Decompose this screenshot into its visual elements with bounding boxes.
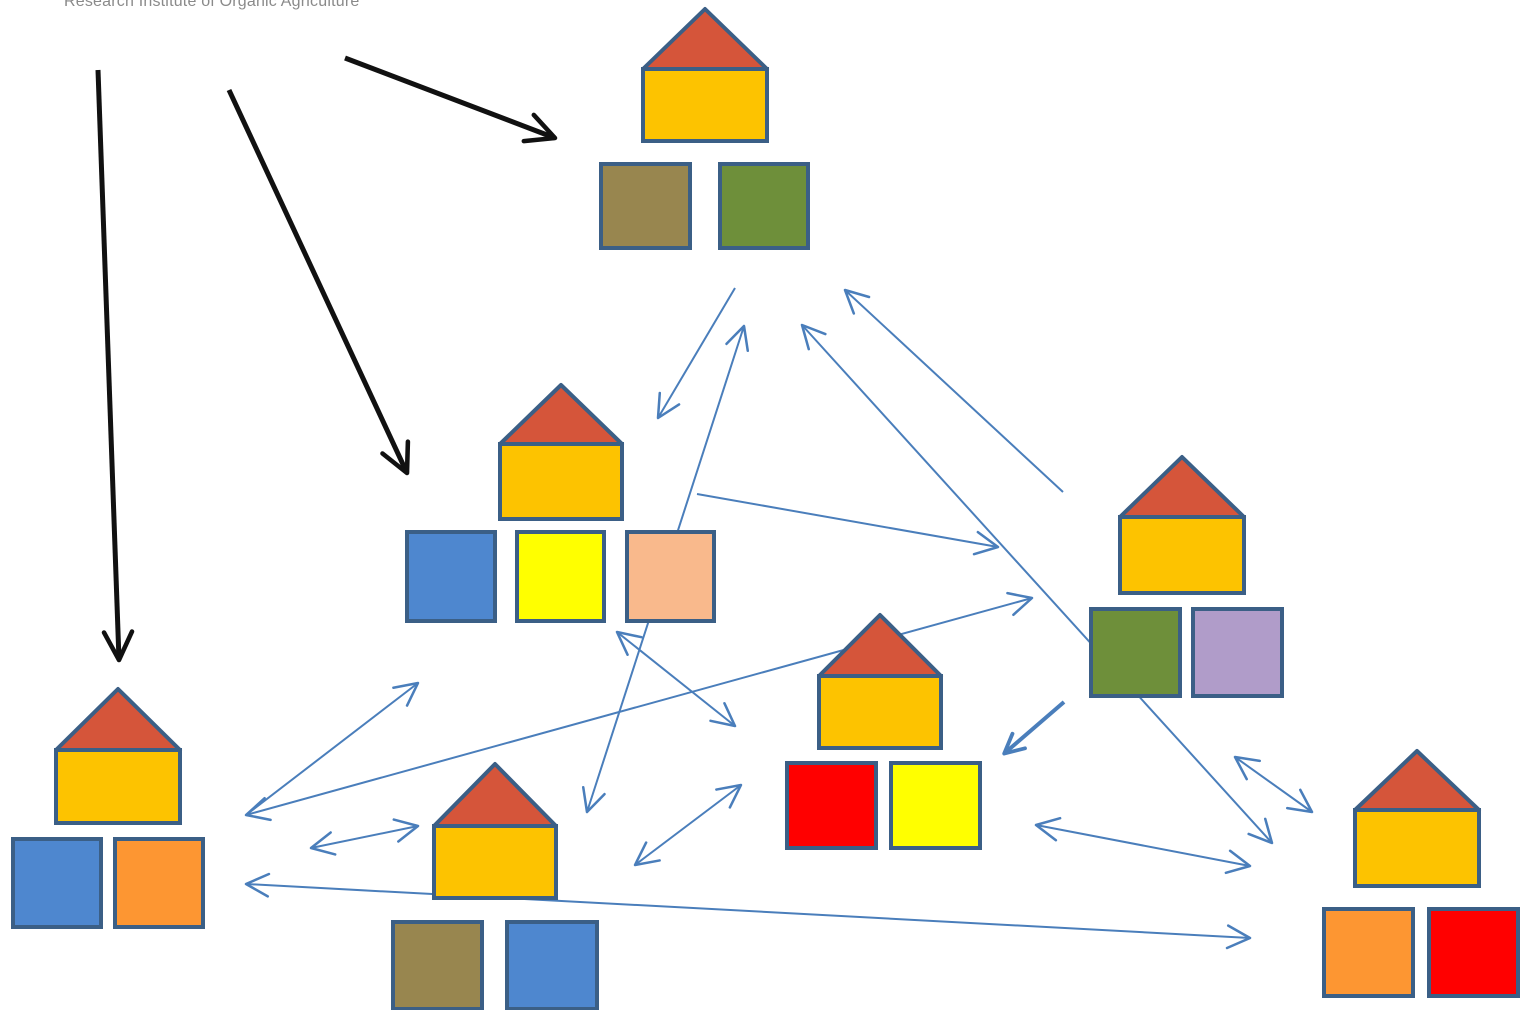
house-body <box>1118 515 1246 595</box>
house-center <box>785 613 982 850</box>
house-body <box>54 748 182 825</box>
block-icon <box>718 162 810 250</box>
house-body <box>641 67 769 143</box>
house-body <box>432 824 558 900</box>
block-icon <box>1191 607 1284 698</box>
arrow-middle-left-to-center <box>615 630 737 728</box>
arrow-middle-left-to-right <box>696 493 1000 556</box>
feeder-arrow-top <box>344 55 558 144</box>
house-middle-left <box>405 383 716 623</box>
block-icon <box>11 837 103 929</box>
house-roof <box>817 613 943 678</box>
block-icon <box>625 530 716 623</box>
block-icon <box>505 920 599 1010</box>
block-icon <box>405 530 497 623</box>
feeder-arrow-middle <box>226 88 411 476</box>
arrow-top-to-middle-left <box>656 287 736 420</box>
house-roof <box>641 7 769 71</box>
house-roof <box>432 762 558 828</box>
house-roof <box>1118 455 1246 519</box>
feeder-arrow-left <box>95 69 135 663</box>
block-icon <box>785 761 878 850</box>
block-icon <box>889 761 982 850</box>
arrow-center-to-bottom-right <box>1034 816 1252 875</box>
house-bottom-right <box>1322 749 1520 998</box>
house-right <box>1089 455 1284 698</box>
header-caption: Research Institute of Organic Agricultur… <box>64 0 360 10</box>
arrow-left-to-bottom-right <box>244 872 1252 950</box>
house-roof <box>1353 749 1481 812</box>
arrow-left-to-bottom-center <box>309 818 420 856</box>
block-icon <box>113 837 205 929</box>
block-icon <box>1427 907 1520 998</box>
house-body <box>817 674 943 750</box>
house-roof <box>498 383 624 446</box>
houses <box>11 7 1520 1010</box>
arrow-top-to-bottom-right <box>800 323 1274 845</box>
house-bottom-center <box>391 762 599 1010</box>
block-icon <box>1322 907 1415 998</box>
arrow-bottom-center-to-center <box>633 783 743 867</box>
house-left <box>11 687 205 929</box>
arrow-right-to-top <box>843 288 1064 493</box>
arrow-right-to-bottom-right <box>1233 755 1314 814</box>
house-body <box>1353 808 1481 888</box>
arrow-right-to-center <box>1002 700 1066 756</box>
block-icon <box>515 530 606 623</box>
block-icon <box>1089 607 1182 698</box>
block-icon <box>599 162 692 250</box>
house-roof <box>54 687 182 752</box>
house-top <box>599 7 810 250</box>
block-icon <box>391 920 484 1010</box>
arrow-left-to-middle-left <box>245 681 420 816</box>
house-body <box>498 442 624 521</box>
